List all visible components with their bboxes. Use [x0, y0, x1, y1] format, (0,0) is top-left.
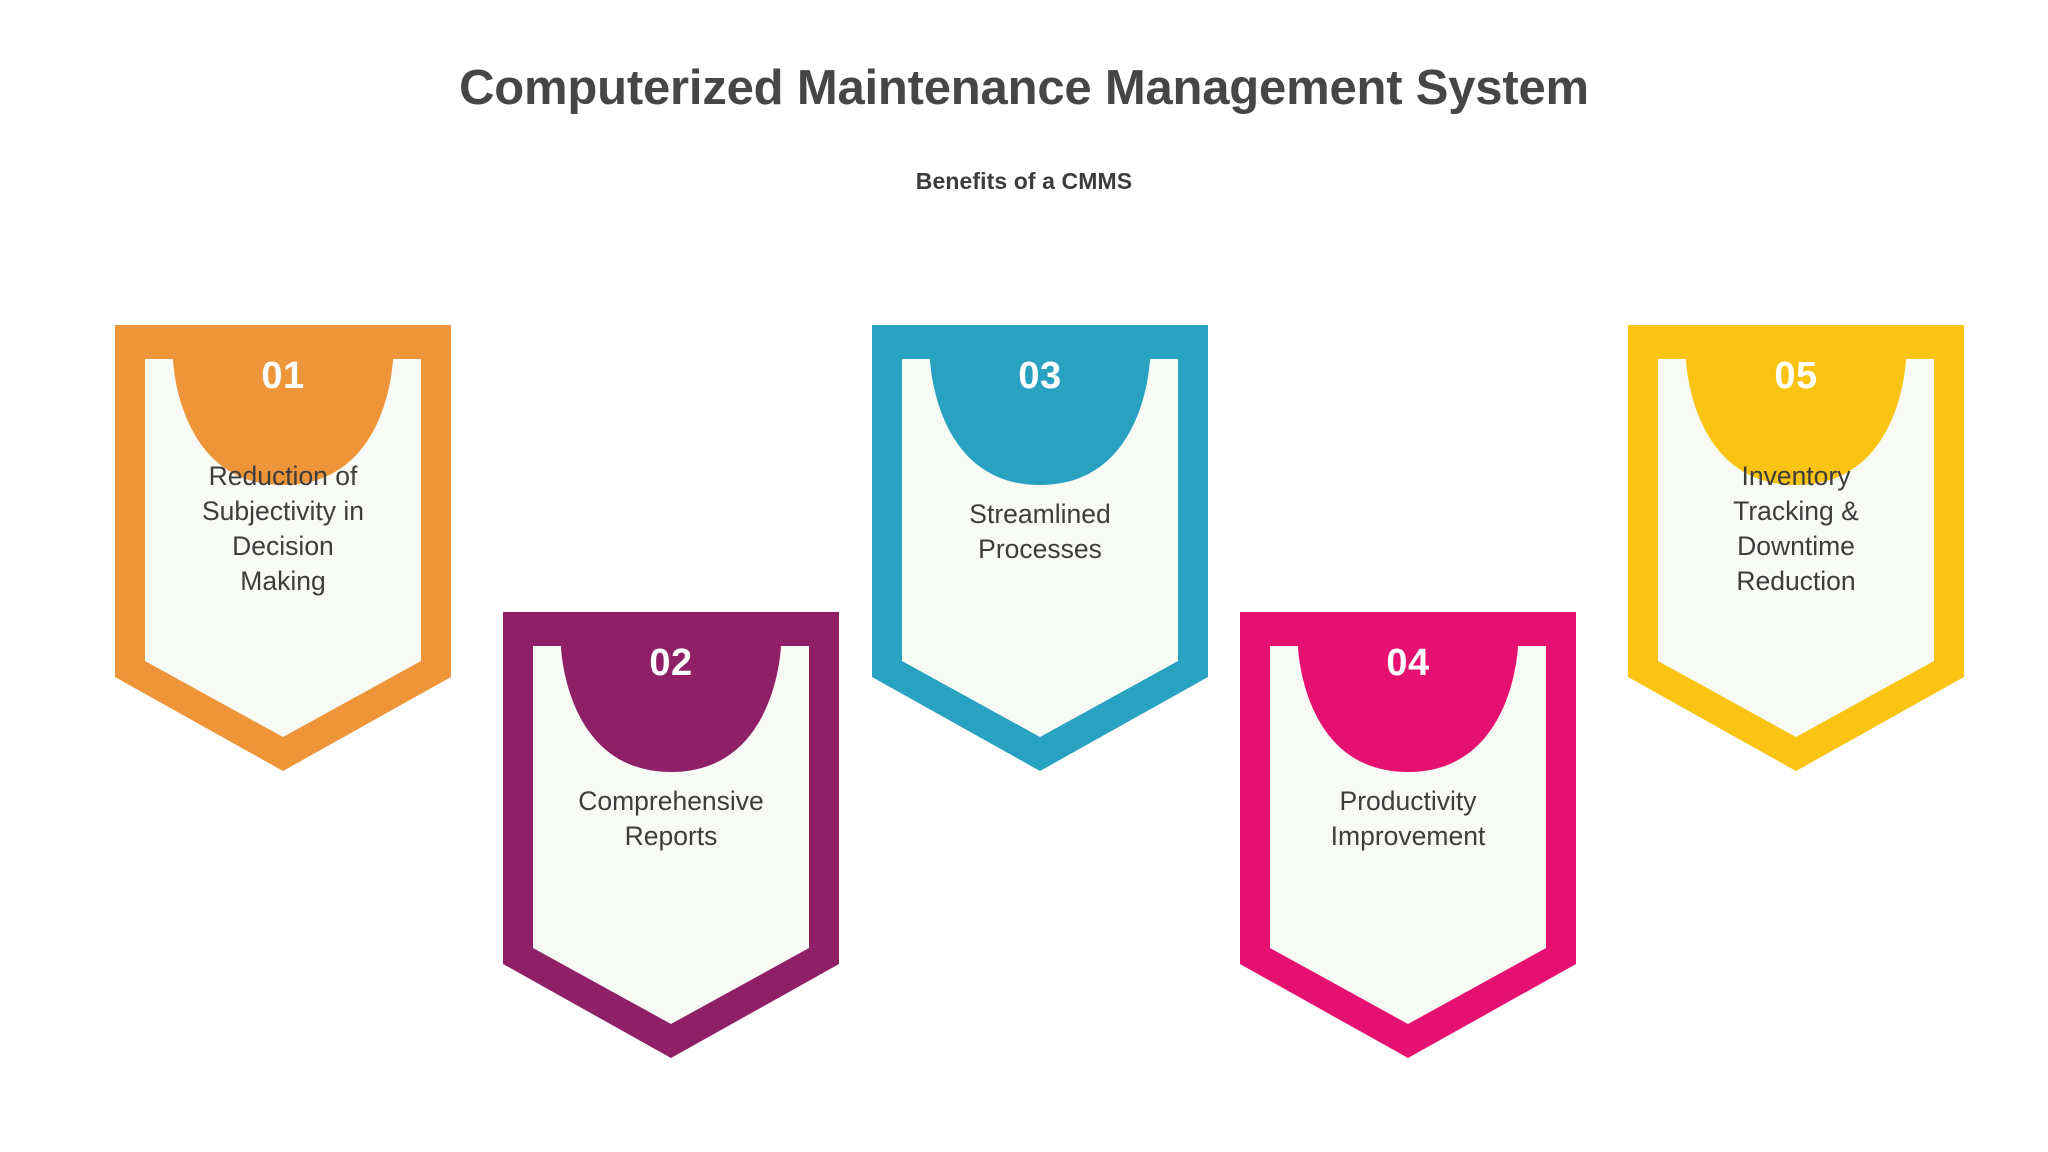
shield-label-line: Downtime	[1737, 530, 1855, 561]
shield-label-03: Streamlined Processes	[906, 497, 1174, 567]
shield-label-line: Streamlined	[969, 499, 1111, 529]
shield-label-line: Decision	[232, 530, 334, 561]
shield-inner-path	[533, 646, 809, 1024]
shield-number-04: 04	[1386, 642, 1430, 684]
shield-label-line: Making	[240, 565, 326, 596]
shield-shape-02	[503, 612, 839, 1058]
header: Computerized Maintenance Management Syst…	[0, 0, 2048, 195]
shield-inner-path	[1658, 359, 1934, 737]
shield-item-01[interactable]: 01 Reduction of Subjectivity in Decision…	[115, 325, 451, 771]
shield-label-02: Comprehensive Reports	[537, 784, 805, 854]
shield-item-04[interactable]: 04 Productivity Improvement	[1240, 612, 1576, 1058]
shield-label-01: Reduction of Subjectivity in Decision Ma…	[149, 459, 417, 599]
shield-label-line: Processes	[978, 533, 1102, 564]
shield-item-05[interactable]: 05 Inventory Tracking & Downtime Reducti…	[1628, 325, 1964, 771]
shield-shape-05	[1628, 325, 1964, 771]
shield-label-line: Improvement	[1330, 820, 1486, 851]
shield-label-05: Inventory Tracking & Downtime Reduction	[1662, 459, 1930, 599]
shield-item-03[interactable]: 03 Streamlined Processes	[872, 325, 1208, 771]
shield-number-05: 05	[1774, 355, 1818, 397]
shield-inner-path	[145, 359, 421, 737]
shield-number-03: 03	[1018, 355, 1062, 397]
shield-number-01: 01	[261, 355, 305, 397]
shield-label-line: Subjectivity in	[201, 495, 364, 526]
shield-inner-path	[902, 359, 1178, 737]
shield-item-02[interactable]: 02 Comprehensive Reports	[503, 612, 839, 1058]
shield-shape-04	[1240, 612, 1576, 1058]
shield-label-line: Reports	[624, 820, 718, 851]
shield-label-line: Inventory	[1741, 461, 1851, 491]
shield-number-02: 02	[649, 642, 693, 684]
page-subtitle: Benefits of a CMMS	[915, 167, 1133, 194]
shield-label-line: Reduction of	[208, 461, 358, 491]
shield-shape-01	[115, 325, 451, 771]
page-title: Computerized Maintenance Management Syst…	[459, 61, 1589, 115]
shield-label-04: Productivity Improvement	[1274, 784, 1542, 854]
shield-inner-path	[1270, 646, 1546, 1024]
shield-label-line: Tracking &	[1733, 495, 1859, 526]
shield-label-line: Reduction	[1736, 565, 1856, 596]
shield-label-line: Comprehensive	[578, 786, 764, 816]
shield-label-line: Productivity	[1339, 786, 1477, 816]
shield-shape-03	[872, 325, 1208, 771]
